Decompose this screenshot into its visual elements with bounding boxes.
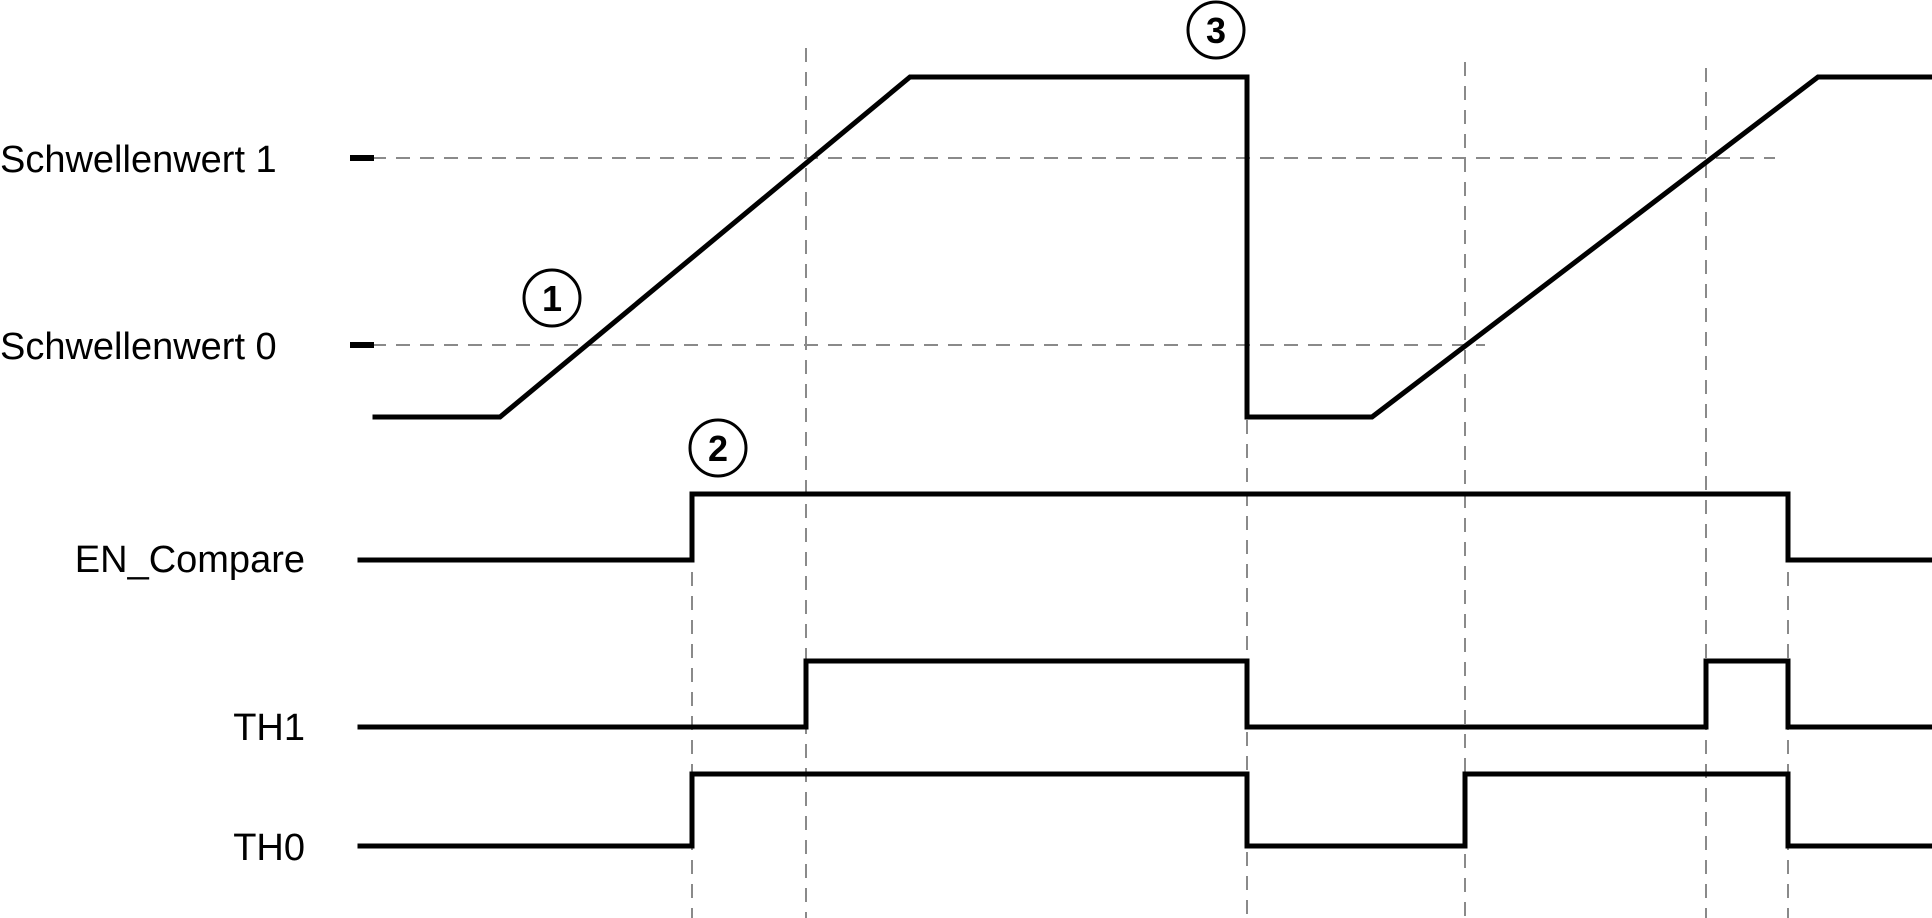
en-compare-signal [357,491,1932,563]
marker-2-number: 2 [708,428,728,469]
marker-1-circle [522,268,582,328]
marker-2: 2 [688,418,748,478]
th1-signal [357,658,1932,730]
th1-label: TH1 [233,707,305,749]
marker-3: 3 [1186,0,1246,60]
analog-value-signal [372,74,1932,420]
threshold-1-label: Schwellenwert 1 [0,139,277,181]
marker-3-circle [1186,0,1246,60]
marker-1: 1 [522,268,582,328]
marker-2-circle [688,418,748,478]
th0-signal [357,771,1932,849]
marker-3-number: 3 [1206,10,1226,51]
th0-label: TH0 [233,827,305,869]
en-compare-label: EN_Compare [75,539,305,581]
marker-1-number: 1 [542,278,562,319]
threshold-0-label: Schwellenwert 0 [0,326,277,368]
